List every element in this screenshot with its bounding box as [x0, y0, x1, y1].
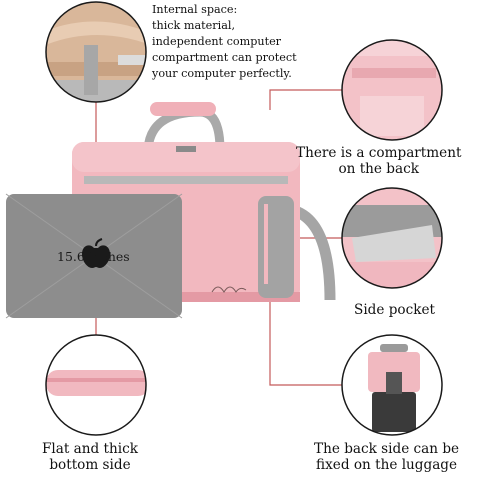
flat-bottom-circle: [46, 335, 146, 435]
laptop-size-label: 15.6 inches: [57, 249, 130, 264]
laptop: [5, 193, 183, 319]
side-pocket-caption: Side pocket: [354, 302, 435, 318]
flat-caption-line-2: bottom side: [49, 456, 131, 473]
back-compartment-circle: [342, 40, 442, 140]
back-compartment-caption: There is a compartment on the back: [296, 145, 462, 177]
side-pocket-circle: [342, 188, 442, 288]
interior-detail-circle: [46, 2, 146, 102]
luggage-caption: The back side can be fixed on the luggag…: [314, 441, 460, 473]
internal-caption-line-2: thick material,: [152, 19, 236, 32]
flat-caption-line-1: Flat and thick: [42, 441, 138, 457]
internal-space-caption: Internal space: thick material, independ…: [152, 2, 297, 82]
luggage-caption-line-1: The back side can be: [314, 441, 460, 457]
luggage-caption-line-2: fixed on the luggage: [316, 456, 458, 473]
compartment-caption-line-1: There is a compartment: [296, 145, 462, 161]
internal-caption-line-5: your computer perfectly.: [152, 67, 292, 80]
flat-bottom-caption: Flat and thick bottom side: [42, 441, 138, 473]
apple-logo-icon: [82, 245, 110, 268]
luggage-circle: [342, 335, 442, 435]
internal-caption-line-3: independent computer: [152, 35, 282, 48]
internal-caption-line-4: compartment can protect: [152, 51, 297, 64]
compartment-caption-line-2: on the back: [338, 160, 419, 177]
internal-caption-line-1: Internal space:: [152, 3, 238, 16]
